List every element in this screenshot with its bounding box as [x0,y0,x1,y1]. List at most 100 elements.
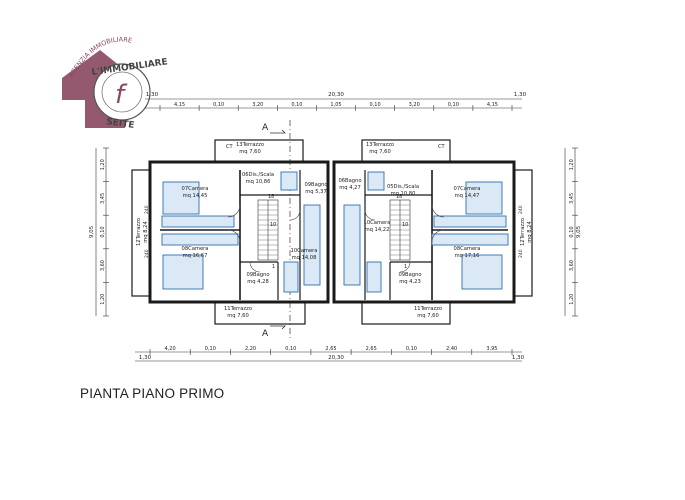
wardrobe-bottom-right [431,233,509,246]
window-label-right-top: 240 [518,205,524,214]
right-dim-label-1: 3,45 [569,193,575,204]
room-name-camera-top-right: 07Camera [454,186,481,192]
stair-label-left-bottom: 1 [272,264,275,270]
room-area-disimpegno-left: mq 10,86 [246,179,271,185]
room-area-camera-center-right: mq 14,22 [365,227,390,233]
stair-label-right-bottom: 1 [404,264,407,270]
bottom-edge-left-label: 1,30 [139,355,152,361]
room-name-balcony-left: 12Terrazzo [136,218,142,246]
room-area-disimpegno-right: mq 10,80 [391,191,416,197]
bath-fixtures-left [280,171,298,191]
wardrobe-top-left [161,215,235,228]
bed-top-left [162,181,200,215]
room-name-bagno-small-left: 09Bagno [246,272,269,278]
stair-label-right-mid: 10 [402,222,408,228]
room-area-camera-bottom-right: mq 17,16 [455,253,480,259]
bottom-dim-label-0: 4,20 [165,346,176,352]
right-total-label: 9,05 [576,225,582,238]
room-name-bagno-top-right: 06Bagno [338,178,361,184]
bottom-dim-label-3: 0,10 [285,346,296,352]
room-name-terrazzo-top-left: 13Terrazzo [236,142,264,148]
window-label-right-bottom: 240 [518,249,524,258]
top-dim-label-6: 3,20 [409,102,420,108]
bottom-dim-label-7: 2,40 [446,346,457,352]
bottom-dim-label-5: 2,65 [366,346,377,352]
left-dim-label-4: 1,20 [100,294,106,305]
room-name-camera-bottom-left: 08Camera [182,246,209,252]
section-line: A A [262,120,291,339]
right-dim-label-4: 1,20 [569,294,575,305]
top-dim-label-4: 1,05 [330,102,341,108]
stair-label-left-mid: 10 [270,222,276,228]
building-walls [131,139,533,325]
room-area-camera-bottom-left: mq 16,67 [183,253,208,259]
top-dim-label-7: 0,10 [448,102,459,108]
ct-label-right: CT [438,144,445,150]
wardrobe-top-right [433,215,507,228]
ct-label-left: CT [226,144,233,150]
room-name-camera-top-left: 07Camera [182,186,209,192]
top-dim-label-0: 4,15 [174,102,185,108]
left-dimensions [95,148,107,316]
room-area-bagno-small-right: mq 4,23 [399,279,421,285]
room-area-balcony-left: mq 8,24 [143,221,149,243]
room-name-terrazzo-bottom-right: 11Terrazzo [414,306,442,312]
room-area-terrazzo-top-right: mq 7,60 [369,149,391,155]
room-name-disimpegno-left: 06Dis./Scala [242,172,274,178]
room-area-terrazzo-top-left: mq 7,60 [239,149,261,155]
room-name-balcony-right: 12Terrazzo [520,218,526,246]
section-marker-bottom: A [262,329,269,339]
logo-word-bottom: SEITE [106,117,135,131]
bottom-dimensions [135,351,522,362]
window-label-left-bottom: 240 [144,249,150,258]
bottom-dim-label-1: 0,10 [205,346,216,352]
room-name-terrazzo-bottom-left: 11Terrazzo [224,306,252,312]
bed-center-left [283,261,299,293]
bottom-total-width-label: 20,30 [328,355,344,361]
bottom-dim-label-6: 0,10 [406,346,417,352]
left-dim-label-2: 0,10 [100,226,106,237]
room-area-camera-center-left: mq 14,08 [292,255,317,261]
left-total-label: 9,05 [89,225,95,238]
right-dim-label-2: 0,10 [569,226,575,237]
bath-fixtures-right [367,171,385,191]
stair-steps [258,204,410,256]
bottom-edge-right-label: 1,30 [512,355,525,361]
bed-bottom-left [162,254,204,290]
furniture [161,171,509,293]
top-total-width-label: 20,30 [328,92,344,98]
room-area-terrazzo-bottom-right: mq 7,60 [417,313,439,319]
top-edge-right-label: 1,30 [514,92,527,98]
plan-caption: PIANTA PIANO PRIMO [80,386,225,401]
room-name-camera-center-right: 10Camera [364,220,391,226]
bed-top-right [465,181,503,215]
bottom-dim-label-8: 3,95 [486,346,497,352]
room-area-bagno-top-left: mq 5,37 [305,189,327,195]
bottom-dim-label-4: 2,65 [325,346,336,352]
room-area-bagno-top-right: mq 4,27 [339,185,361,191]
right-dimensions [564,148,576,316]
room-name-disimpegno-right: 05Dis./Scala [387,184,419,190]
left-dim-label-0: 1,20 [100,159,106,170]
room-area-camera-top-right: mq 14,47 [455,193,480,199]
